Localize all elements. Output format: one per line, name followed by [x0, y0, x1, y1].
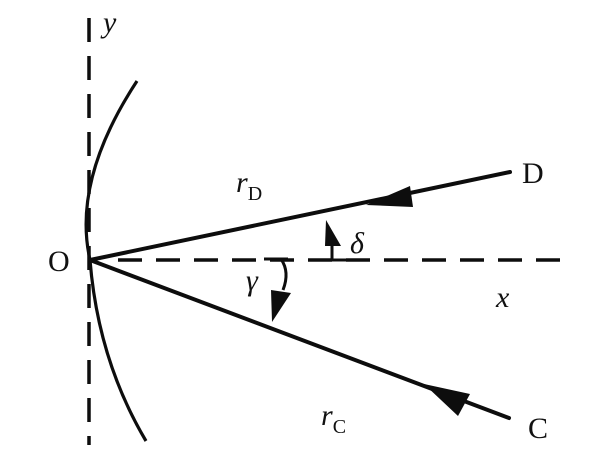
- radius-c-symbol: r: [321, 399, 333, 432]
- delta-angle-label: δ: [350, 227, 365, 260]
- gamma-angle-label: γ: [246, 264, 259, 297]
- radius-c-subscript: C: [333, 416, 346, 438]
- gamma-marker-stem: [279, 258, 288, 291]
- arrowhead-c: [424, 384, 470, 416]
- delta-arrow-icon: [325, 220, 341, 246]
- origin-label: O: [48, 245, 70, 278]
- point-c-label: C: [528, 412, 548, 445]
- radius-d-label: rD: [236, 166, 262, 205]
- x-axis-label: x: [495, 281, 510, 314]
- ray-od: [88, 170, 512, 262]
- radius-c-label: rC: [321, 399, 346, 438]
- radius-d-symbol: r: [236, 166, 248, 199]
- y-axis-label: y: [100, 6, 117, 39]
- arrowhead-d: [366, 186, 413, 207]
- gamma-arrow-icon: [271, 290, 291, 322]
- point-d-label: D: [522, 157, 544, 190]
- radius-d-subscript: D: [248, 183, 262, 205]
